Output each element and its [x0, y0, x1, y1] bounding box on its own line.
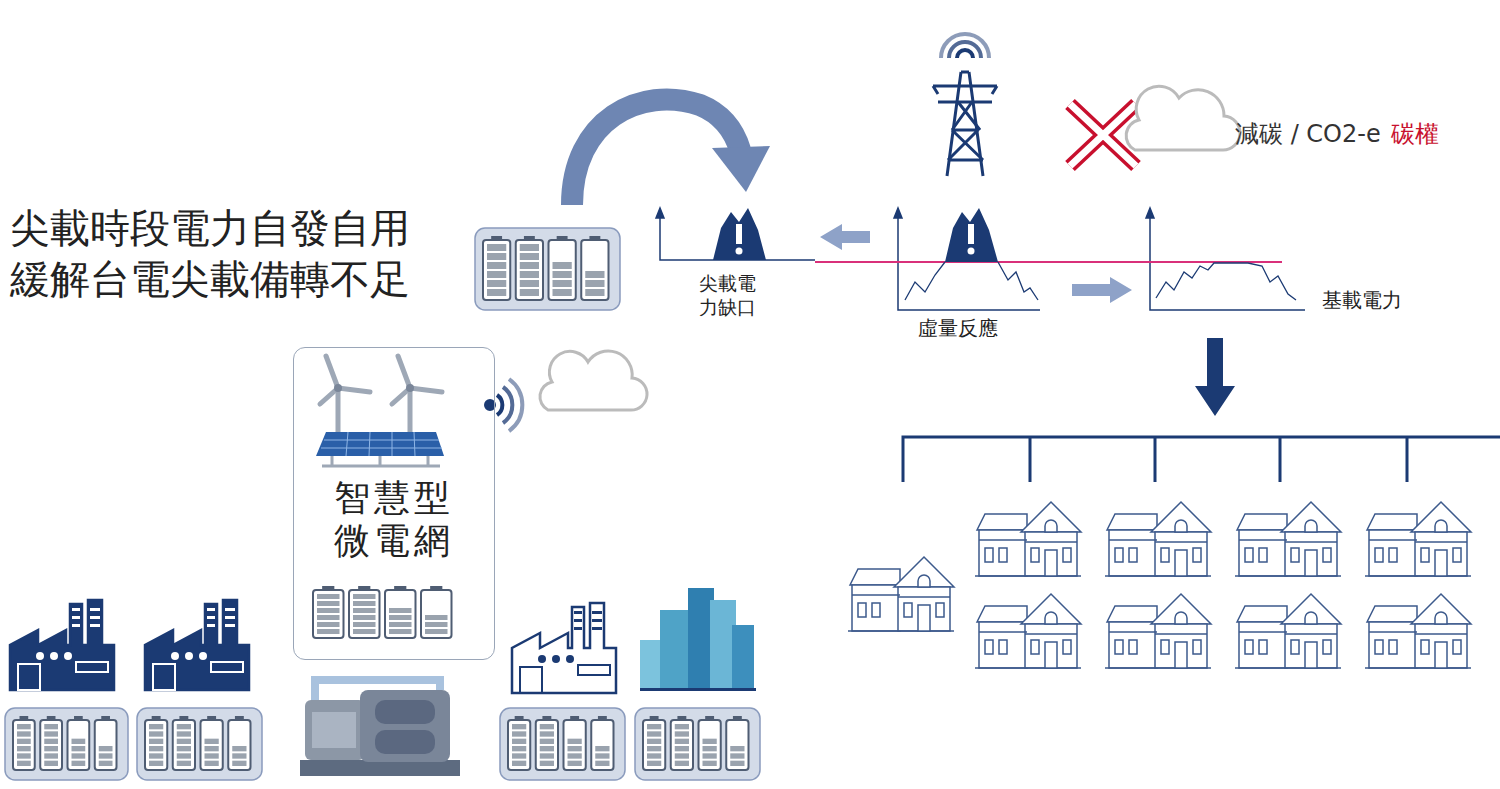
alert-dot — [968, 248, 975, 255]
battery-cell — [421, 586, 452, 638]
house — [975, 502, 1081, 576]
battery-pack — [5, 708, 128, 780]
arrow-head — [712, 146, 770, 192]
right-arrow — [1072, 277, 1132, 303]
distribution-bus — [903, 437, 1500, 482]
cloud — [540, 351, 647, 410]
curved-arrow — [572, 100, 740, 205]
battery-cell — [483, 236, 510, 300]
battery-cell — [201, 716, 223, 770]
label-text: 尖載電 力缺口 — [694, 272, 760, 320]
battery-cell — [581, 236, 608, 300]
peak-icon — [945, 208, 998, 262]
battery-pack — [475, 228, 620, 310]
battery-cell — [549, 236, 576, 300]
battery-cell — [643, 716, 665, 770]
house — [1235, 502, 1341, 576]
node-title: 智慧型 微電網 — [294, 476, 494, 562]
turbine-hub — [334, 384, 342, 392]
load-curve — [905, 262, 945, 300]
battery-cell — [699, 716, 721, 770]
battery-cell — [173, 716, 195, 770]
solar-panel — [316, 432, 444, 466]
battery-pack — [137, 708, 262, 780]
battery-cell — [508, 716, 530, 770]
left-arrow — [820, 224, 870, 250]
peak-icon — [713, 208, 766, 260]
battery-cell — [516, 236, 543, 300]
house — [1235, 594, 1341, 668]
house — [1365, 502, 1471, 576]
load-curve — [998, 262, 1038, 300]
house — [848, 557, 954, 631]
battery-cell — [564, 716, 586, 770]
battery-pack — [500, 708, 625, 780]
battery-cell — [68, 716, 90, 770]
alert-mark — [968, 224, 974, 244]
signal-waves — [941, 34, 989, 58]
battery-cell — [95, 716, 117, 770]
battery-cell — [349, 586, 380, 638]
battery-cell — [385, 586, 416, 638]
house — [975, 594, 1081, 668]
cloud — [1126, 86, 1240, 150]
battery-cell — [726, 716, 748, 770]
threshold-line — [815, 261, 1282, 263]
battery-cell — [145, 716, 167, 770]
battery-cell — [536, 716, 558, 770]
city-buildings — [640, 588, 756, 691]
power-tower — [933, 72, 997, 176]
battery-cell — [313, 586, 344, 638]
label-text: 減碳 / CO2-e — [1235, 120, 1381, 149]
generator — [300, 680, 460, 776]
signal-waves — [486, 379, 522, 431]
house — [1105, 502, 1211, 576]
factory — [145, 600, 249, 690]
house — [1105, 594, 1211, 668]
alert-dot — [736, 248, 743, 255]
battery-pack — [635, 708, 760, 780]
factory — [10, 600, 114, 690]
load-curve — [1156, 263, 1296, 300]
down-arrow — [1195, 338, 1235, 416]
battery-cell — [40, 716, 62, 770]
microgrid-box: 智慧型 微電網 — [293, 347, 495, 660]
battery-cell — [591, 716, 613, 770]
label-text: 碳權 — [1391, 120, 1439, 149]
label-text: 虛量反應 — [918, 316, 998, 340]
factory — [512, 603, 616, 693]
battery-cell — [228, 716, 250, 770]
alert-mark — [736, 224, 742, 244]
chart-axes — [656, 208, 1305, 310]
turbine-hub — [406, 384, 414, 392]
label-text: 基載電力 — [1322, 288, 1402, 312]
battery-cell — [671, 716, 693, 770]
label-text: 尖載時段電力自發自用 緩解台電尖載備轉不足 — [10, 203, 455, 305]
battery-cell — [13, 716, 35, 770]
house — [1365, 594, 1471, 668]
wind-turbines — [320, 356, 442, 440]
